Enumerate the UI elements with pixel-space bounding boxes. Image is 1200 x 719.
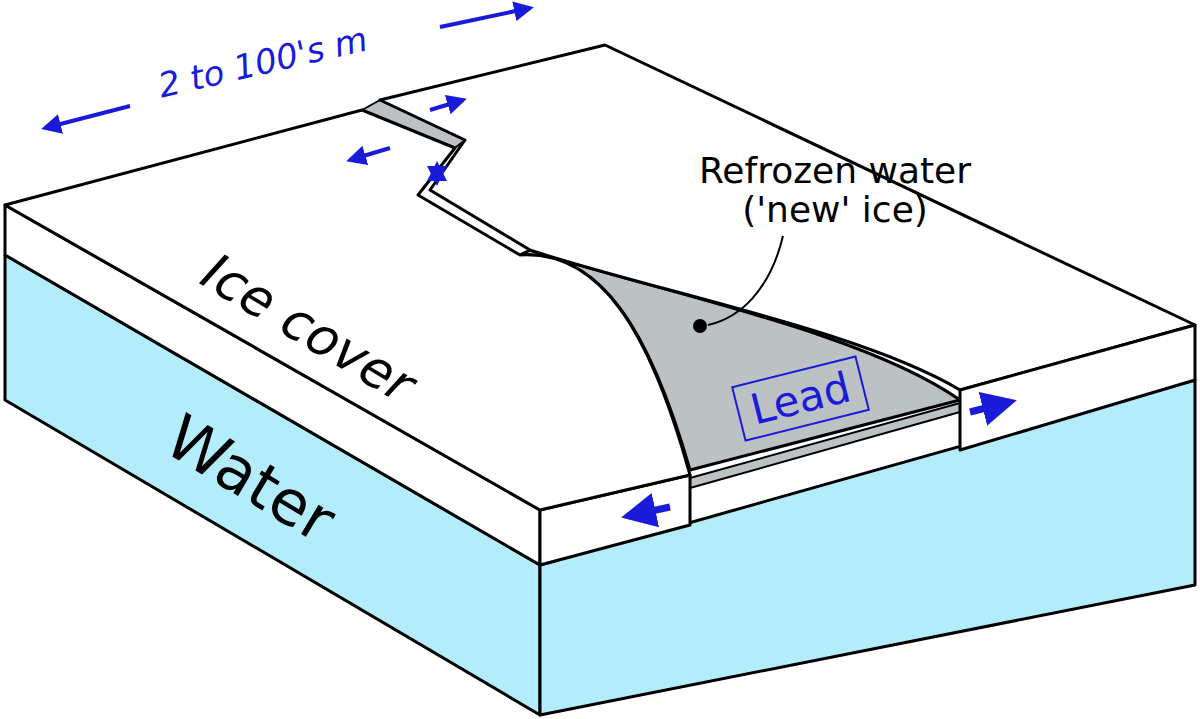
drift-arrow xyxy=(970,402,1010,412)
width-arrow xyxy=(440,8,530,27)
crack-arrow xyxy=(430,100,463,110)
crack-arrow xyxy=(350,148,390,160)
callout-label: Refrozen water ('new' ice) xyxy=(665,151,1005,230)
dimension-label: 2 to 100's m xyxy=(154,19,371,106)
ice-front-right xyxy=(960,325,1195,450)
block xyxy=(5,45,1195,715)
width-arrow xyxy=(45,106,130,128)
drift-arrow xyxy=(628,507,670,516)
leader-dot xyxy=(693,319,707,333)
ice-top-right xyxy=(380,45,1195,390)
crack-arrow xyxy=(435,165,439,182)
leader-line xyxy=(708,236,783,325)
